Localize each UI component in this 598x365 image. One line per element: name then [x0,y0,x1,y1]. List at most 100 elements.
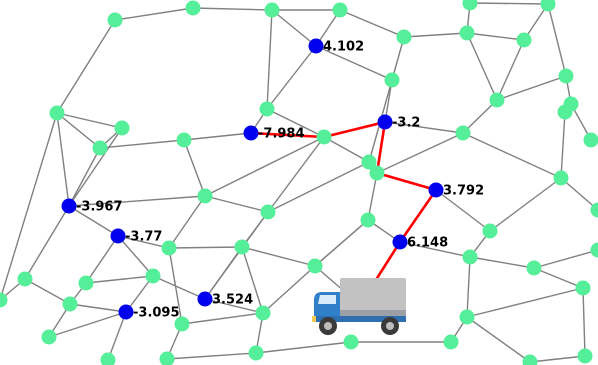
network-node [259,101,275,117]
value-node [308,38,324,54]
network-node [553,170,569,186]
network-edge [68,205,119,237]
node-value-label: -3.967 [76,200,123,215]
network-node [590,242,598,258]
network-node [489,92,505,108]
network-node [62,296,78,312]
network-node [343,334,359,350]
network-edge [68,127,123,207]
network-edge [533,267,584,289]
network-node [185,0,201,16]
network-edge [166,352,257,360]
network-edge [469,2,549,5]
network-edge [204,136,325,197]
network-edge [204,195,269,213]
network-edge [241,246,316,267]
network-edge [85,275,154,284]
network-node [159,351,175,365]
network-edge [168,195,206,249]
route-path [249,120,438,307]
node-value-label: -3.2 [392,116,420,131]
network-node [459,25,475,41]
network-edge [114,7,194,21]
network-edge [314,219,369,267]
value-node [61,198,77,214]
network-edge [466,287,584,318]
network-edge [533,249,598,269]
network-node [197,188,213,204]
network-edge [315,45,393,81]
network-node [176,132,192,148]
network-node [332,2,348,18]
network-node [234,239,250,255]
network-node [583,132,598,148]
network-edge [262,265,316,314]
network-edge [271,9,317,47]
network-edge [85,235,119,284]
network-node [459,309,475,325]
network-edge [168,246,243,249]
network-edge [367,172,378,221]
network-node [360,212,376,228]
network-node [462,249,478,265]
network-edge [560,111,566,179]
network-node [145,268,161,284]
network-edge [192,7,273,11]
network-node [455,125,471,141]
node-value-label: -7.984 [258,127,305,142]
network-edge [99,139,185,149]
network-edge [0,112,58,301]
network-edge [56,112,101,149]
network-edge [183,139,206,197]
network-edge [384,121,464,134]
node-value-label: -3.095 [133,306,180,321]
network-node [100,352,116,365]
route-segment [322,120,387,139]
network-node [540,0,556,12]
network-node [443,334,459,350]
node-value-label: 6.148 [407,236,448,251]
network-edge [56,19,116,114]
network-edge [403,32,468,38]
network-node [255,305,271,321]
node-value-label: 3.792 [443,184,484,199]
network-edge [496,39,525,101]
network-edge [267,161,370,213]
network-edge [69,303,127,313]
network-node [369,165,385,181]
network-node [264,2,280,18]
network-edge [466,316,531,363]
network-edge [152,275,206,300]
network-node [107,12,123,28]
route-segment [398,188,438,244]
network-node [516,32,532,48]
network-edge [529,355,586,363]
network-edge [107,311,127,361]
network-node [114,120,130,136]
route-segment [249,131,326,139]
network-node [575,280,591,296]
delivery-truck-icon [312,278,406,335]
network-edge [560,177,598,211]
network-edge [466,32,525,41]
network-node [557,104,573,120]
network-edge [68,195,206,207]
value-node [392,234,408,250]
network-node [260,204,276,220]
value-node [428,182,444,198]
value-node [243,125,259,141]
network-node [396,29,412,45]
network-node [590,202,598,218]
network-node [384,72,400,88]
network-edge [376,132,464,174]
network-edge [496,75,567,101]
network-edge [168,247,183,325]
network-edge [68,147,101,207]
network-node [92,140,108,156]
network-edge [56,112,70,207]
value-node [377,114,393,130]
network-edge [582,287,586,357]
